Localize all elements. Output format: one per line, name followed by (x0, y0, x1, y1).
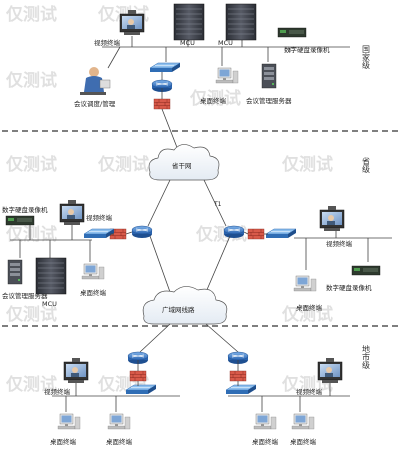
prov-left-router (131, 225, 153, 239)
national-server-label: 会议管理服务器 (246, 96, 292, 105)
link-left-wan (149, 235, 171, 293)
prov-left-mcu-label: MCU (42, 300, 57, 308)
national-desktop (215, 67, 239, 84)
prov-right-dvr (351, 265, 381, 276)
watermark-text: 仅测试 (5, 374, 57, 395)
tier-label-local: 地市级 (362, 344, 371, 370)
national-desktop-label: 桌面终端 (200, 96, 227, 105)
link-cloud-right (203, 179, 227, 227)
watermark-text: 仅测试 (5, 4, 57, 25)
watermark-text: 仅测试 (5, 70, 57, 91)
link-right-wan (205, 235, 231, 293)
prov-right-video-terminal (319, 205, 345, 232)
local-left-video-terminal (63, 357, 89, 384)
prov-left-dvr (5, 215, 35, 226)
local-left-firewall (129, 370, 147, 382)
local-desktop-4-label: 桌面终端 (290, 437, 317, 446)
national-firewall (153, 98, 171, 110)
prov-right-dvr-label: 数字硬盘录像机 (326, 283, 372, 292)
local-desktop-2 (107, 413, 131, 430)
prov-right-switch (265, 228, 297, 239)
prov-left-video-terminal-label: 视频终端 (86, 213, 113, 222)
wan-label: 广域网线路 (162, 305, 195, 314)
watermark-layer: 仅测试 仅测试 仅测试 仅测试 仅测试 仅测试 仅测试 仅测试 仅测试 仅测试 … (5, 4, 333, 395)
svg-text:T1: T1 (213, 201, 222, 208)
national-mcu-1 (173, 3, 205, 41)
prov-left-video-terminal (59, 199, 85, 226)
prov-left-server (7, 259, 23, 285)
prov-left-mcu (35, 257, 67, 295)
watermark-text: 仅测试 (281, 304, 333, 325)
prov-left-server-label: 会议管理服务器 (2, 291, 48, 300)
watermark-text: 仅测试 (97, 154, 149, 175)
local-desktop-3 (253, 413, 277, 430)
local-right-video-terminal (317, 357, 343, 384)
national-operator (80, 67, 111, 95)
wan-cloud (142, 286, 228, 325)
provincial-network-cloud (148, 144, 220, 181)
local-desktop-2-label: 桌面终端 (106, 437, 133, 446)
national-video-terminal (119, 9, 145, 36)
provincial-network-label: 省干网 (172, 161, 192, 170)
prov-left-switch (83, 228, 115, 239)
link-national-cloud (161, 108, 179, 151)
national-server (261, 63, 277, 89)
local-right-firewall (229, 370, 247, 382)
watermark-text: 仅测试 (5, 224, 57, 245)
local-desktop-1 (57, 413, 81, 430)
local-desktop-3-label: 桌面终端 (252, 437, 279, 446)
prov-left-dvr-label: 数字硬盘录像机 (2, 205, 48, 214)
prov-right-desktop (293, 275, 317, 292)
svg-text:省级: 省级 (362, 156, 371, 174)
svg-text:国家级: 国家级 (362, 45, 371, 70)
prov-right-video-terminal-label: 视频终端 (326, 239, 353, 248)
local-right-switch (225, 384, 257, 395)
watermark-text: 仅测试 (5, 154, 57, 175)
national-dvr-label: 数字硬盘录像机 (284, 45, 330, 54)
prov-right-desktop-label: 桌面终端 (296, 303, 323, 312)
national-mcu-1-label: MCU (180, 39, 195, 47)
prov-right-firewall (247, 228, 265, 240)
local-left-video-terminal-label: 视频终端 (44, 387, 71, 396)
svg-text:地市级: 地市级 (362, 344, 371, 370)
watermark-text: 仅测试 (189, 88, 241, 109)
watermark-text: 仅测试 (5, 304, 57, 325)
link-wan-local-right (205, 323, 239, 353)
national-dvr (277, 27, 307, 38)
prov-left-desktop (81, 263, 105, 280)
watermark-text: 仅测试 (281, 154, 333, 175)
national-video-terminal-label: 视频终端 (94, 38, 121, 47)
local-desktop-1-label: 桌面终端 (50, 437, 77, 446)
tier-label-provincial: 省级 (362, 156, 371, 174)
national-mcu-2-label: MCU (218, 39, 233, 47)
prov-left-desktop-label: 桌面终端 (80, 288, 107, 297)
national-operator-label: 会议调度/管理 (74, 99, 116, 108)
local-right-video-terminal-label: 视频终端 (296, 387, 323, 396)
link-cloud-left (147, 179, 171, 227)
local-desktop-4 (291, 413, 315, 430)
link-wan-local-left (139, 323, 171, 353)
prov-right-router (223, 225, 245, 239)
tier-label-national: 国家级 (362, 45, 371, 70)
national-switch (149, 62, 181, 73)
national-mcu-2 (225, 3, 257, 41)
